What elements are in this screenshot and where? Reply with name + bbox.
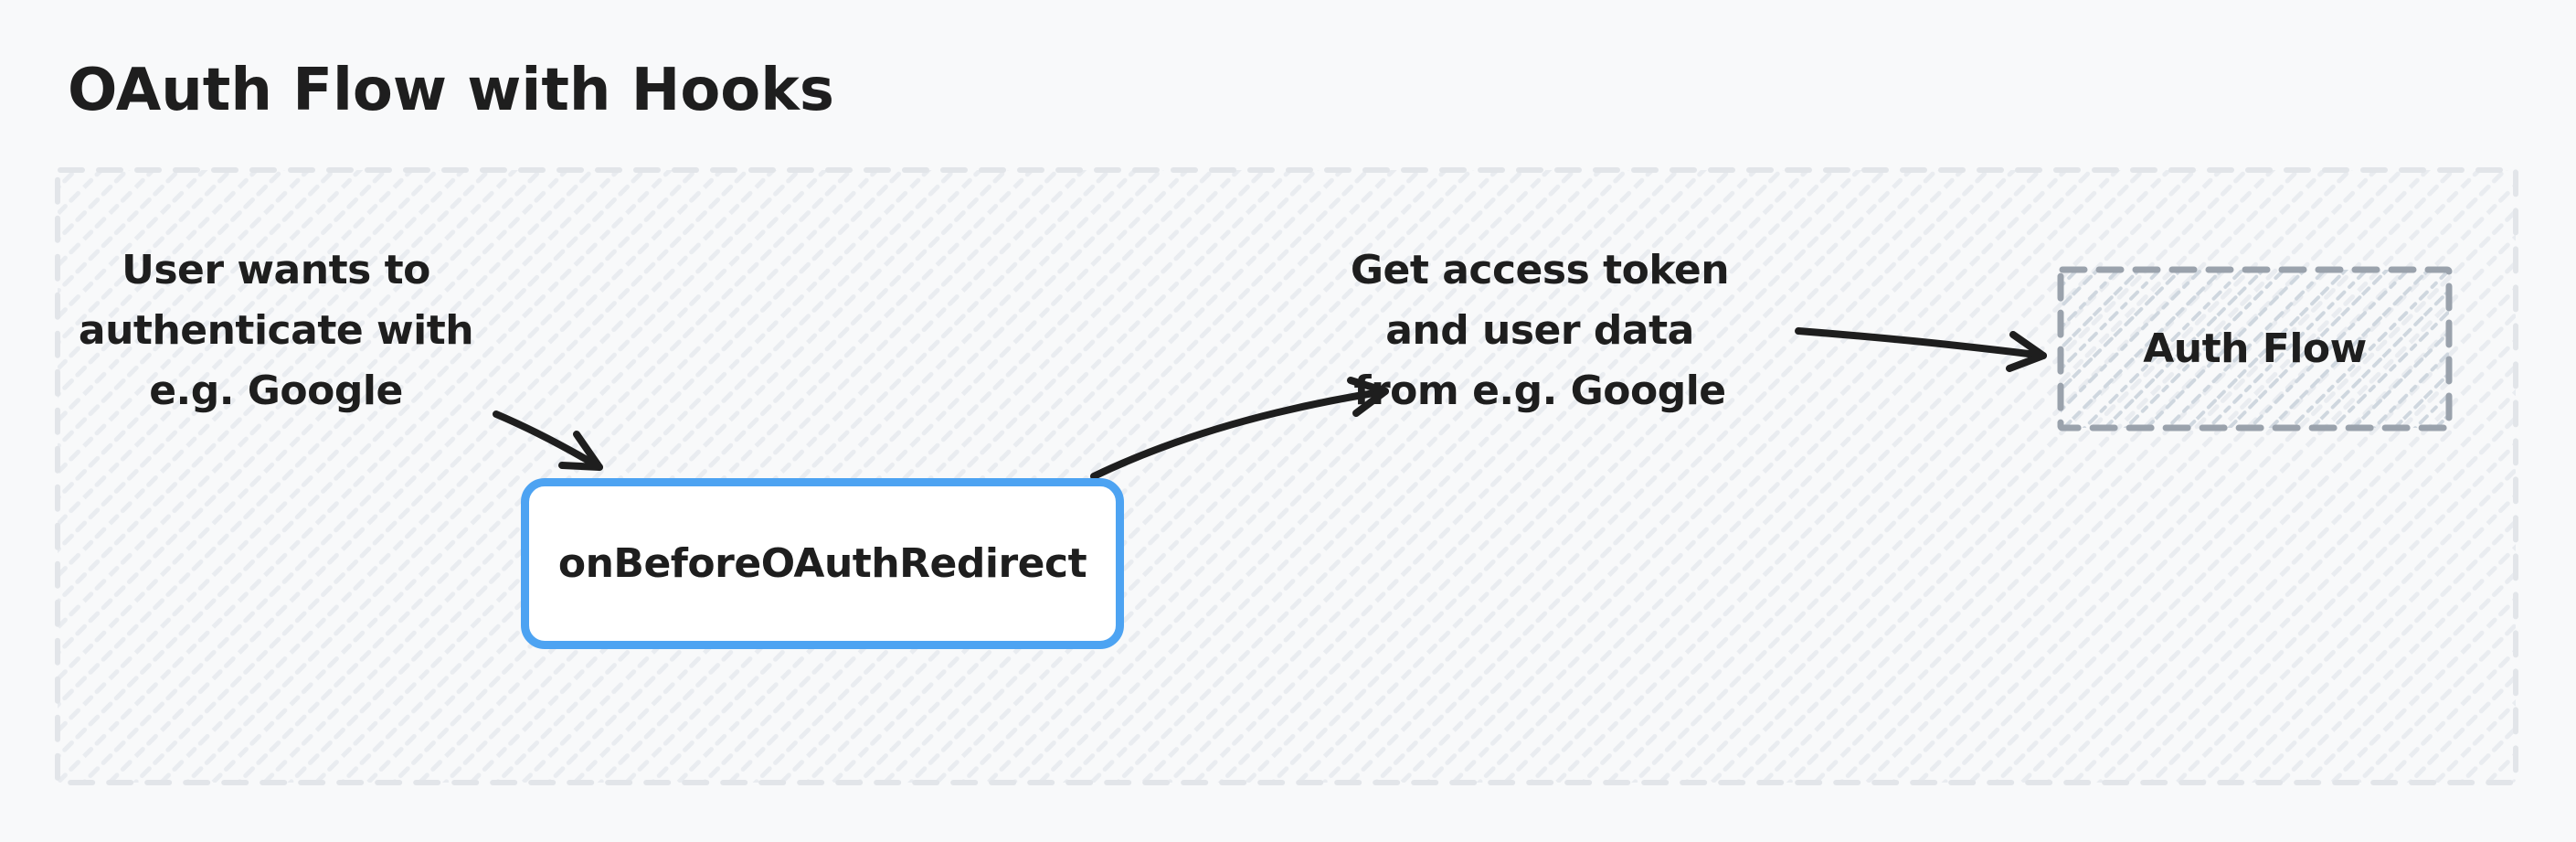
auth-flow-box <box>2057 266 2453 432</box>
node-user-intent-line-3: e.g. Google <box>149 368 403 414</box>
node-get-token: Get access token and user data from e.g.… <box>1293 240 1786 421</box>
node-auth-flow: Auth Flow <box>2061 270 2449 428</box>
arrow-token-to-auth-head <box>2006 331 2047 372</box>
arrow-hook-to-token <box>1090 388 1389 480</box>
node-get-token-line-2: and user data <box>1385 307 1694 354</box>
node-user-intent: User wants to authenticate with e.g. Goo… <box>29 240 523 421</box>
diagram-title: OAuth Flow with Hooks <box>68 57 834 124</box>
arrow-user-to-hook-head <box>558 431 603 471</box>
node-user-intent-line-1: User wants to <box>122 247 430 293</box>
node-get-token-line-1: Get access token <box>1350 247 1730 293</box>
node-get-token-line-3: from e.g. Google <box>1353 368 1726 414</box>
node-auth-flow-label: Auth Flow <box>2143 325 2367 372</box>
node-user-intent-line-2: authenticate with <box>78 307 474 354</box>
arrow-user-to-hook <box>493 410 603 471</box>
arrow-token-to-auth <box>1795 327 2047 359</box>
node-onbeforeoauthredirect-label: onBeforeOAuthRedirect <box>557 540 1087 587</box>
node-onbeforeoauthredirect: onBeforeOAuthRedirect <box>521 478 1124 649</box>
arrow-hook-to-token-head <box>1347 377 1389 417</box>
